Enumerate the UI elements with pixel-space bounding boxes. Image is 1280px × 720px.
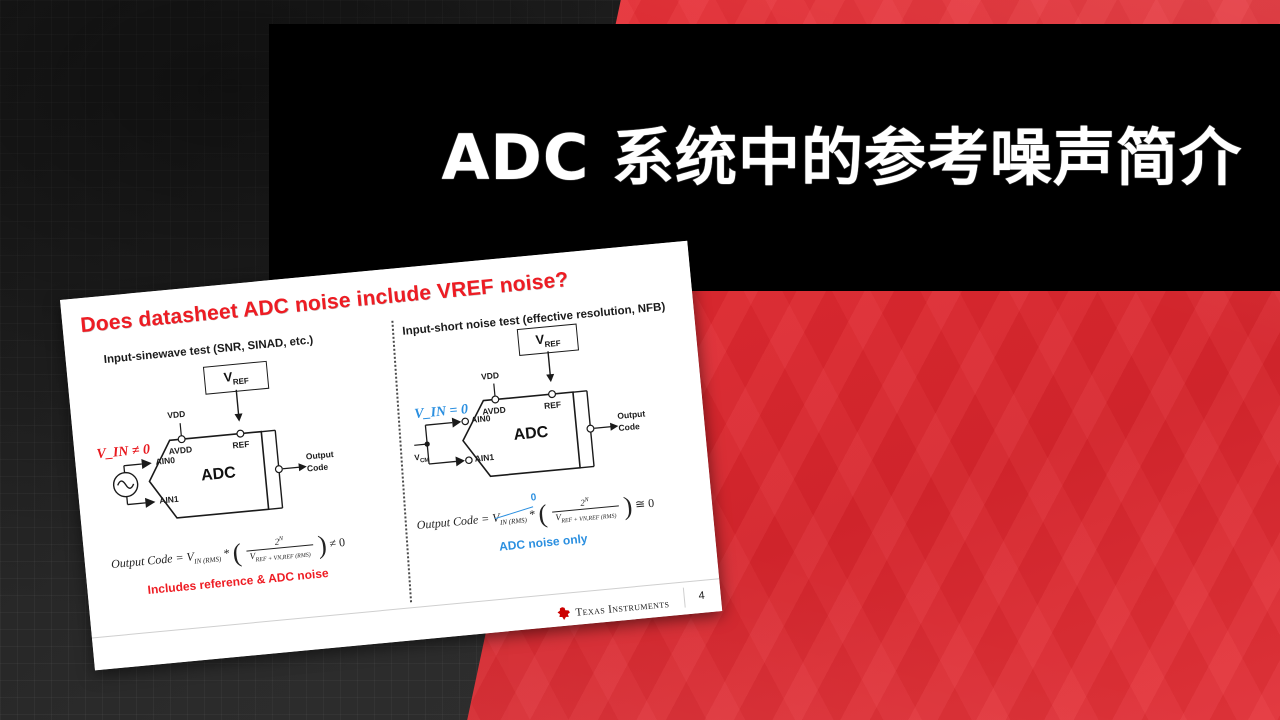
panel-left-den-t2: N,REF (RMS) bbox=[277, 552, 312, 562]
panel-left-paren-open: ( bbox=[231, 538, 243, 568]
slide-page-number: 4 bbox=[682, 585, 706, 608]
panel-input-sinewave: Input-sinewave test (SNR, SINAD, etc.) V… bbox=[81, 328, 408, 655]
panel-left-formula-result: ≠ 0 bbox=[328, 535, 346, 551]
panel-left-label-ref: REF bbox=[231, 438, 250, 451]
panel-left-output-line2: Code bbox=[306, 461, 329, 474]
embedded-slide-photo: Does datasheet ADC noise include VREF no… bbox=[60, 240, 723, 671]
panel-right-formula-result: ≅ 0 bbox=[634, 495, 655, 512]
panel-right-formula-lhs-sub: IN (RMS) bbox=[499, 516, 528, 527]
panel-left-label-ain0: AIN0 bbox=[155, 454, 176, 467]
panel-left-fraction: 2N VREF + VN,REF (RMS) bbox=[245, 533, 314, 566]
ti-logo: Texas Instruments bbox=[557, 597, 670, 620]
panel-right-paren-close: ) bbox=[622, 491, 634, 521]
panel-left-den-t1: REF + V bbox=[255, 555, 278, 564]
panel-right-formula-op: * bbox=[528, 506, 537, 522]
panel-left-label-ain1: AIN1 bbox=[158, 493, 180, 506]
page-title: ADC 系统中的参考噪声简介 bbox=[441, 120, 1242, 194]
panel-right-fraction: 2N VREF + VN,REF (RMS) bbox=[550, 494, 620, 527]
panel-right-paren-open: ( bbox=[537, 499, 549, 529]
panel-left-formula-op: * bbox=[223, 545, 231, 561]
panel-left-adc-block-label: ADC bbox=[200, 464, 237, 485]
panel-left-formula-lhs-sub: IN (RMS) bbox=[193, 555, 222, 566]
panel-right-label-ain1: AIN1 bbox=[474, 451, 495, 464]
panel-right-circuit-svg bbox=[414, 351, 619, 478]
panel-right-formula-lhs: Output Code = V bbox=[416, 510, 501, 533]
panel-left-paren-close: ) bbox=[316, 530, 328, 560]
panel-right-zero-annotation: 0 bbox=[530, 492, 537, 504]
panel-right-den-t1: REF + V bbox=[561, 516, 584, 525]
panel-right-den-t2: N,REF (RMS) bbox=[582, 513, 617, 523]
panel-left-circuit-svg bbox=[112, 389, 307, 519]
panel-right-label-ain0: AIN0 bbox=[470, 413, 491, 425]
panel-left-formula-lhs: Output Code = V bbox=[110, 549, 195, 572]
panel-right-output-line2: Code bbox=[618, 421, 641, 433]
title-band: ADC 系统中的参考噪声简介 bbox=[269, 24, 1280, 291]
panel-left-label-vdd: VDD bbox=[166, 408, 186, 421]
texas-star-icon bbox=[557, 606, 571, 620]
slide-photo-surface: Does datasheet ADC noise include VREF no… bbox=[60, 240, 723, 671]
panel-input-short: Input-short noise test (effective resolu… bbox=[398, 299, 713, 625]
panel-left-num-exp: N bbox=[278, 535, 284, 543]
ti-logo-text: Texas Instruments bbox=[574, 597, 670, 619]
panel-right-label-ref: REF bbox=[543, 399, 562, 411]
panel-right-num-exp: N bbox=[584, 496, 589, 504]
panel-right-label-vdd: VDD bbox=[480, 370, 500, 382]
panel-right-adc-block-label: ADC bbox=[512, 423, 550, 444]
